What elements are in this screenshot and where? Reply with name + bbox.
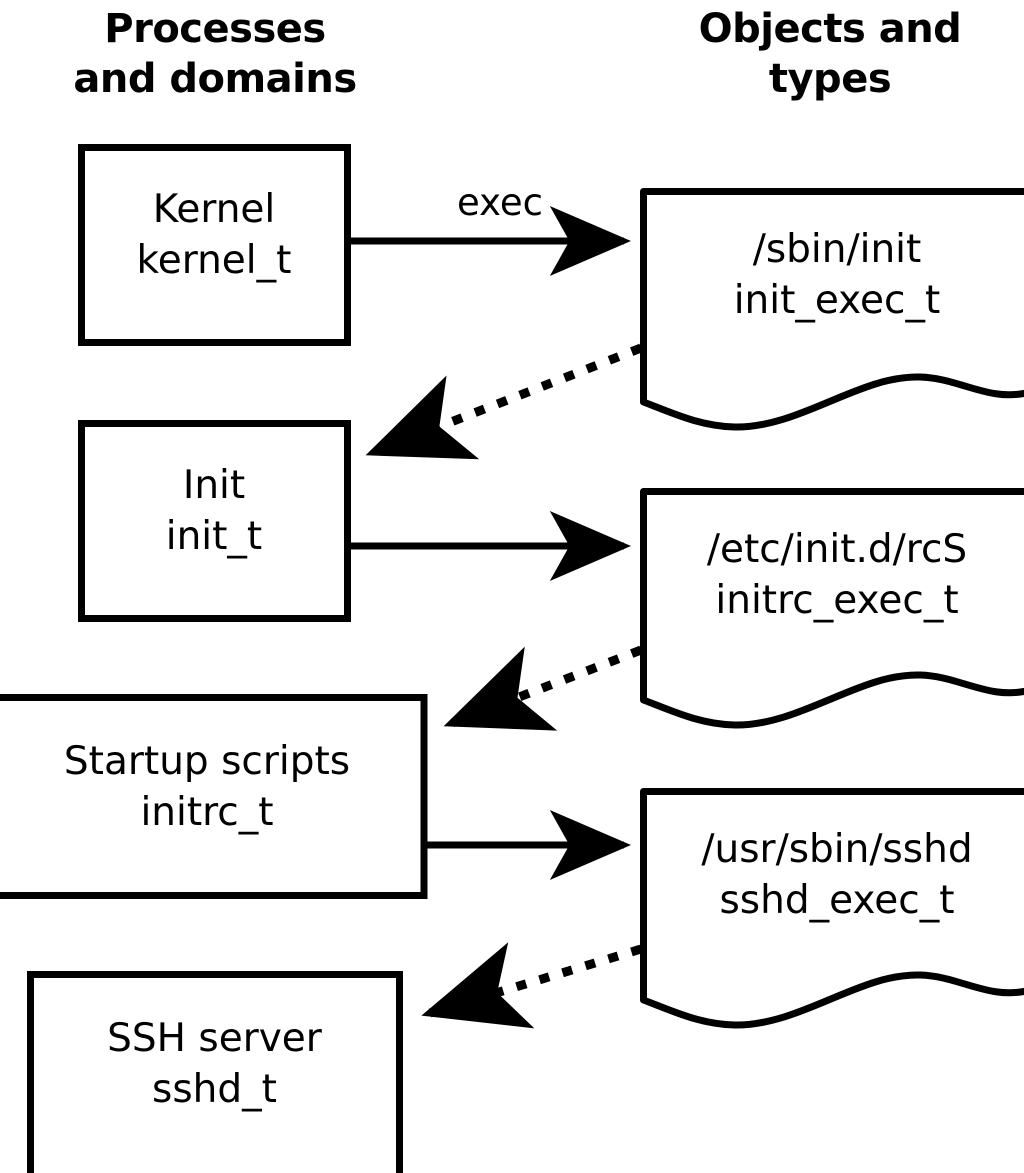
process-box-initrc bbox=[0, 694, 428, 899]
column-header-objects: Objects and types bbox=[698, 6, 962, 102]
process-node-initrc[interactable] bbox=[0, 694, 428, 899]
object-node-initrc-exec[interactable] bbox=[640, 488, 1024, 729]
object-document-sshd-exec bbox=[640, 788, 1024, 1029]
column-header-processes: Processes and domains bbox=[73, 6, 357, 102]
object-node-sshd-exec[interactable] bbox=[640, 788, 1024, 1029]
process-node-sshd[interactable] bbox=[27, 971, 403, 1173]
edge-label-exec: exec bbox=[457, 181, 543, 224]
object-document-init-exec bbox=[640, 188, 1024, 431]
process-node-init[interactable] bbox=[78, 420, 351, 622]
edge-initrc-exec-transition bbox=[443, 645, 643, 731]
edge-sshd-exec-transition bbox=[421, 942, 643, 1029]
process-box-kernel bbox=[78, 144, 351, 346]
process-box-sshd bbox=[27, 971, 403, 1173]
edge-init-exec-transition bbox=[365, 343, 643, 460]
object-node-init-exec[interactable] bbox=[640, 188, 1024, 431]
object-document-initrc-exec bbox=[640, 488, 1024, 729]
process-node-kernel[interactable] bbox=[78, 144, 351, 346]
process-box-init bbox=[78, 420, 351, 622]
